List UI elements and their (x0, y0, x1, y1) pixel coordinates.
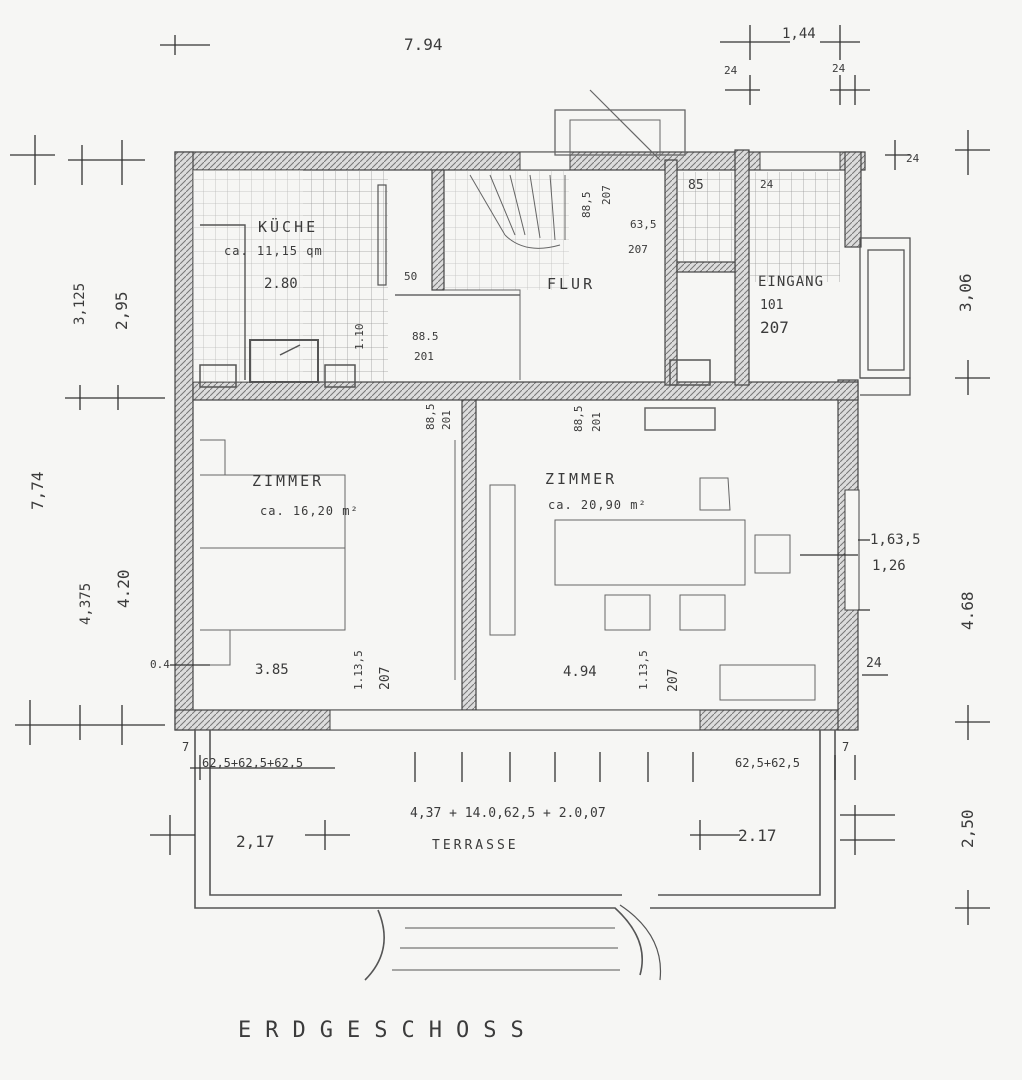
dim-left-total: 7,74 (28, 471, 47, 510)
dim-wc-85: 85 (688, 178, 704, 193)
window-openings (329, 151, 860, 731)
interior-wall-horizontal (192, 381, 859, 401)
dim-top-width: 7.94 (404, 35, 443, 54)
staircase (395, 89, 686, 380)
dim-window-1635: 1,63,5 (870, 532, 921, 548)
dim-left-420: 4.20 (114, 569, 133, 608)
dim-terr-left: 62,5+62,5+62,5 (202, 756, 304, 770)
room-area-kueche: ca. 11,15 qm (224, 244, 323, 258)
dim-terr-7a: 7 (182, 740, 190, 754)
furniture-sketch (200, 407, 816, 701)
interior-wall-wc-mid (676, 261, 736, 273)
plan-title: ERDGESCHOSS (238, 1018, 538, 1043)
dim-zl-207: 207 (378, 666, 393, 690)
room-name-zimmer-right: ZIMMER (545, 470, 618, 488)
dim-right-250: 2,50 (958, 809, 977, 848)
dim-terr-217-right: 2.17 (738, 826, 777, 845)
room-name-zimmer-left: ZIMMER (252, 472, 325, 490)
interior-wall-zimmer (461, 399, 477, 711)
entrance-porch (859, 237, 911, 396)
room-name-terrasse: TERRASSE (432, 838, 519, 853)
outer-wall-right-upper (844, 151, 862, 248)
dim-door-50: 50 (404, 270, 418, 283)
terrace-outline (194, 730, 836, 981)
dim-zr-494: 4.94 (563, 664, 597, 680)
dim-door-110: 1.10 (353, 323, 366, 351)
dim-top-right: 1,44 (782, 26, 816, 42)
room-name-eingang: EINGANG (758, 274, 825, 290)
interior-wall-wc-right (734, 149, 750, 386)
dim-kueche-280: 2.80 (264, 276, 298, 292)
dim-terr-7b: 7 (842, 740, 850, 754)
dimension-markers (10, 25, 990, 925)
dim-left-4375: 4,375 (78, 582, 94, 625)
dim-zr-1135: 1.13,5 (637, 650, 650, 690)
interior-wall-wc-left (664, 159, 678, 386)
dim-door-201c: 201 (590, 412, 603, 432)
dim-door-885b: 88,5 (424, 403, 437, 431)
room-name-kueche: KÜCHE (258, 218, 319, 236)
outer-wall-left (174, 151, 194, 731)
dim-door-885c: 88,5 (572, 405, 585, 433)
dim-right-24: 24 (866, 656, 882, 671)
room-name-flur: FLUR (547, 275, 596, 293)
dim-left-04: 0.4 (150, 658, 170, 671)
dim-wc-207: 207 (628, 243, 648, 256)
kitchen-area (193, 170, 388, 388)
dim-terr-217-left: 2,17 (236, 832, 275, 851)
dim-zr-207: 207 (666, 668, 681, 692)
dim-eingang-101: 101 (760, 298, 784, 313)
dim-zl-385: 3.85 (255, 662, 289, 678)
dim-left-295: 2,95 (112, 291, 131, 330)
dim-terr-right: 62,5+62,5 (735, 756, 801, 770)
interior-wall-kueche (431, 169, 445, 291)
room-area-zimmer-left: ca. 16,20 m² (260, 504, 359, 518)
dim-terr-formula: 4,37 + 14.0,62,5 + 2.0,07 (410, 806, 606, 821)
dim-wc-635: 63,5 (630, 218, 657, 231)
dim-window-126: 1,26 (872, 558, 906, 574)
dim-top-right-24a: 24 (724, 64, 738, 77)
dim-door-885: 88.5 (412, 330, 439, 343)
dim-right-306: 3,06 (956, 273, 975, 312)
dim-wc-24: 24 (760, 178, 774, 191)
dim-corner-24: 24 (906, 152, 920, 165)
dim-zl-1135: 1.13,5 (352, 650, 365, 690)
dim-right-468: 4.68 (958, 591, 977, 630)
wc-area (669, 172, 840, 386)
dim-flur-207: 207 (600, 185, 613, 205)
dim-flur-885: 88,5 (580, 191, 593, 219)
dim-eingang-207: 207 (760, 318, 789, 337)
room-area-zimmer-right: ca. 20,90 m² (548, 498, 647, 512)
dim-top-right-24b: 24 (832, 62, 846, 75)
dim-door-201b: 201 (440, 410, 453, 430)
dim-left-3125: 3,125 (72, 282, 88, 325)
dim-door-201: 201 (414, 350, 434, 363)
